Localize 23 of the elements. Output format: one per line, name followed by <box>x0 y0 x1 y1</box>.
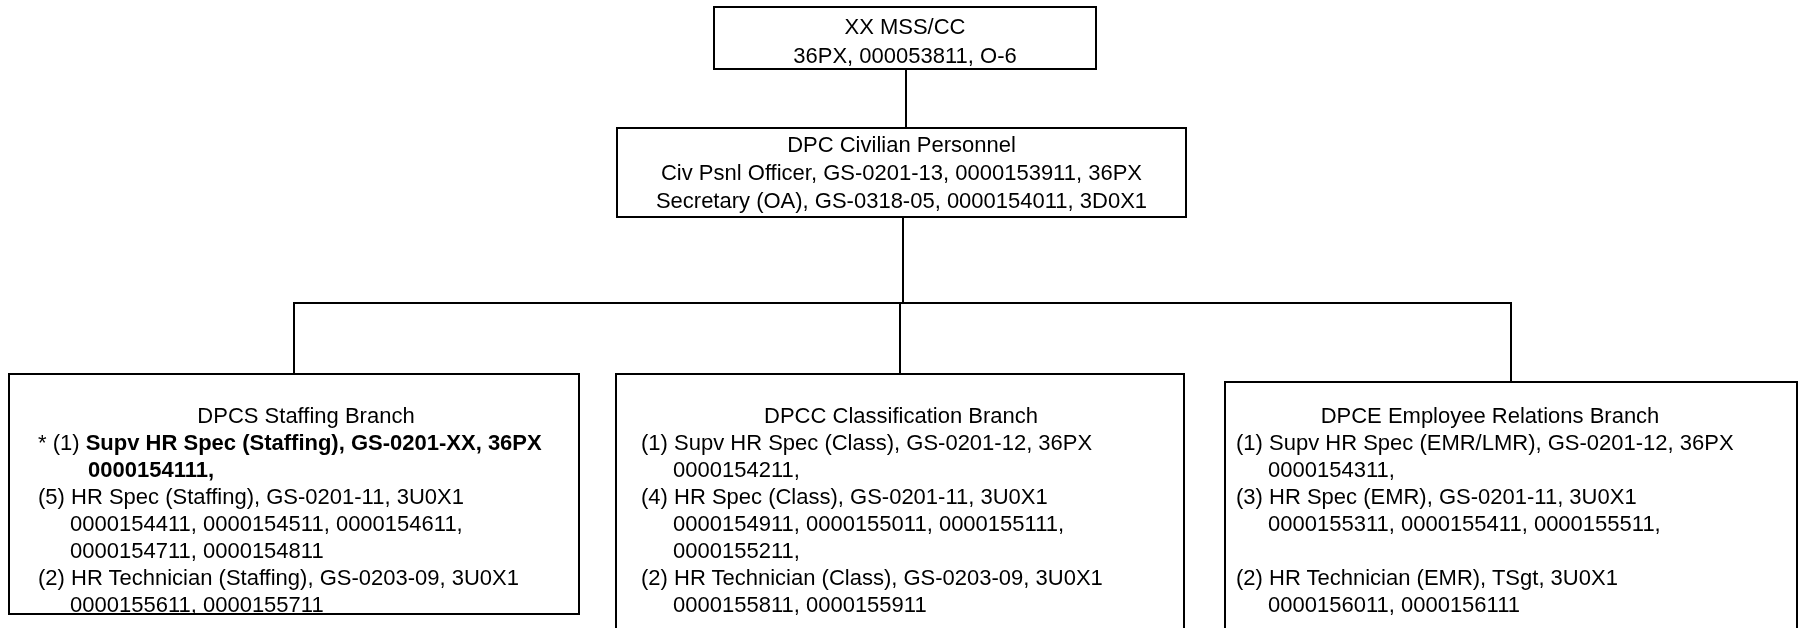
position-entry: (1) Supv HR Spec (Class), GS-0201-12, 36PX 0000154211, <box>641 429 1094 483</box>
org-unit-box <box>8 373 580 615</box>
unit-title: DPCE Employee Relations Branch <box>1319 402 1661 429</box>
position-line: 36PX, 000053811, O-6 <box>792 42 1018 70</box>
position-line: Civ Psnl Officer, GS-0201-13, 0000153911, 36PX <box>659 159 1143 187</box>
unit-title: DPCS Staffing Branch <box>196 402 416 429</box>
position-line: Secretary (OA), GS-0318-05, 0000154011, 3D0X1 <box>654 187 1149 215</box>
position-entry: (4) HR Spec (Class), GS-0201-11, 3U0X1 0000154911, 0000155011, 0000155111, 0000155211, <box>641 483 1066 564</box>
position-entry: (2) HR Technician (EMR), TSgt, 3U0X1 0000156011, 0000156111 <box>1236 564 1619 618</box>
connector-line <box>905 69 907 128</box>
position-entry: (2) HR Technician (Class), GS-0203-09, 3U0X1 0000155811, 0000155911 <box>641 564 1104 618</box>
position-entry: (3) HR Spec (EMR), GS-0201-11, 3U0X1 0000155311, 0000155411, 0000155511, <box>1236 483 1662 537</box>
position-entry: (2) HR Technician (Staffing), GS-0203-09, 3U0X1 0000155611, 0000155711 <box>38 564 520 618</box>
org-unit-box <box>616 127 1187 218</box>
org-unit-box <box>713 6 1097 70</box>
unit-title: DPC Civilian Personnel <box>786 131 1017 159</box>
position-entry: (1) Supv HR Spec (EMR/LMR), GS-0201-12, 36PX 0000154311, <box>1236 429 1735 483</box>
position-entry: (5) HR Spec (Staffing), GS-0201-11, 3U0X1 0000154411, 0000154511, 0000154611, 0000154711, 0000154811 <box>38 483 465 564</box>
org-unit-box <box>615 373 1185 628</box>
unit-title: XX MSS/CC <box>843 13 967 41</box>
unit-title: DPCC Classification Branch <box>763 402 1039 429</box>
org-unit-box <box>1224 381 1798 628</box>
position-entry: * (1) Supv HR Spec (Staffing), GS-0201-XX, 36PX 0000154111, <box>38 429 543 483</box>
